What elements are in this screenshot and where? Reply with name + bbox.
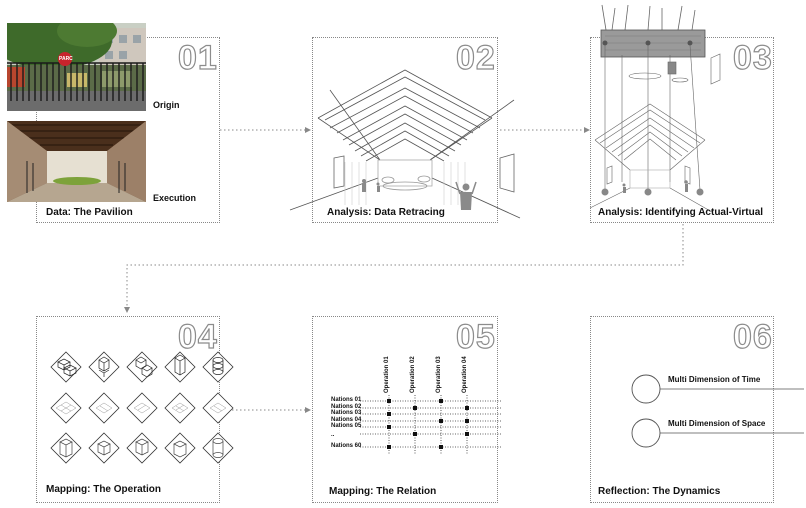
panel-caption: Mapping: The Relation	[329, 486, 437, 497]
panel-number: 05	[455, 318, 496, 356]
panel-caption: Reflection: The Dynamics	[598, 486, 721, 497]
nation-row-label: Nations 02	[331, 404, 362, 410]
origin-label: Origin	[153, 100, 180, 110]
panel-number: 01	[177, 39, 218, 77]
execution-photo	[7, 121, 146, 202]
parc-sign-text: PARC	[59, 56, 73, 62]
panel-number: 02	[455, 39, 496, 77]
panel-actual-virtual	[590, 37, 774, 223]
nation-row-label: Nations 03	[331, 410, 362, 416]
nation-row-label: Nations 01	[331, 397, 362, 403]
nation-row-label: ..	[331, 432, 335, 438]
panel-caption: Mapping: The Operation	[46, 484, 161, 495]
panel-number: 04	[177, 318, 218, 356]
panel-caption: Analysis: Identifying Actual-Virtual	[598, 207, 764, 218]
panel-number: 03	[732, 39, 773, 77]
panel-dynamics	[590, 316, 774, 503]
dynamics-time-label: Multi Dimension of Time	[668, 375, 761, 384]
nation-row-label: Nations 60	[331, 443, 362, 449]
execution-label: Execution	[153, 193, 197, 203]
nation-row-label: Nations 04	[331, 417, 362, 423]
nation-row-label: Nations 05	[331, 423, 362, 429]
panel-caption: Analysis: Data Retracing	[327, 207, 445, 218]
panel-caption: Data: The Pavilion	[46, 207, 133, 218]
panel-number: 06	[732, 318, 773, 356]
dynamics-space-label: Multi Dimension of Space	[668, 419, 766, 428]
origin-photo: PARC	[7, 23, 146, 111]
